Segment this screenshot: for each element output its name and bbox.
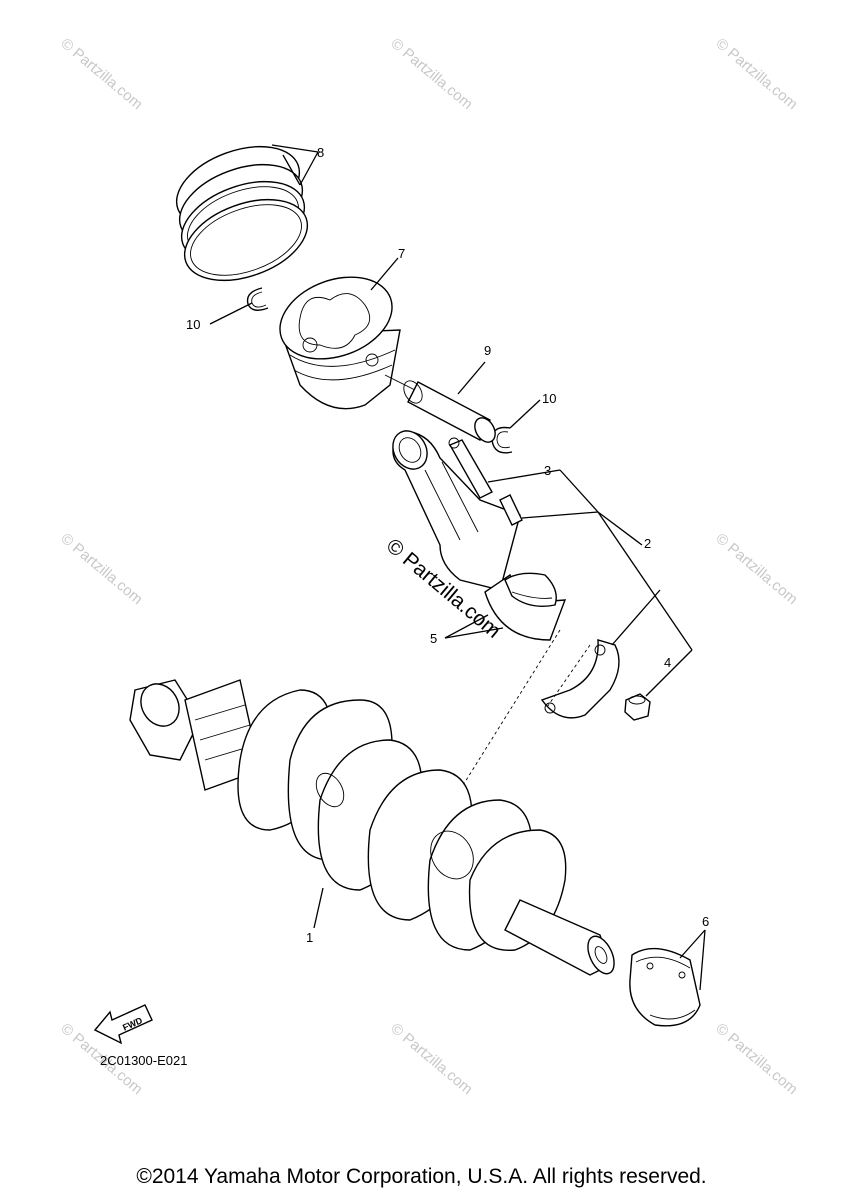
fwd-arrow-icon: FWD xyxy=(93,1004,153,1045)
callout-7: 7 xyxy=(398,246,405,261)
conrod-nut xyxy=(624,693,651,721)
piston-rings xyxy=(175,146,309,281)
callout-9: 9 xyxy=(484,343,491,358)
watermark: © Partzilla.com xyxy=(387,1020,475,1098)
callout-8: 8 xyxy=(317,145,324,160)
watermark: © Partzilla.com xyxy=(712,1020,800,1098)
callout-10-left: 10 xyxy=(186,317,200,332)
connecting-rod xyxy=(392,430,523,591)
callout-4: 4 xyxy=(664,655,671,670)
watermark: © Partzilla.com xyxy=(57,35,145,113)
watermark: © Partzilla.com xyxy=(57,530,145,608)
circlip-left xyxy=(246,287,269,311)
copyright-notice: ©2014 Yamaha Motor Corporation, U.S.A. A… xyxy=(136,1165,707,1188)
watermark: © Partzilla.com xyxy=(387,35,475,113)
main-bearings xyxy=(629,947,701,1027)
alignment-lines xyxy=(459,629,591,791)
callout-6: 6 xyxy=(702,914,709,929)
callout-5: 5 xyxy=(430,631,437,646)
crankshaft xyxy=(129,679,615,976)
leader-lines xyxy=(209,144,706,991)
conrod-bearings xyxy=(484,572,567,641)
piston xyxy=(279,276,401,410)
diagram-code: 2C01300-E021 xyxy=(100,1053,188,1068)
watermark: © Partzilla.com xyxy=(712,35,800,113)
callout-2: 2 xyxy=(644,536,651,551)
piston-pin xyxy=(384,374,496,443)
callouts: 1 2 3 4 5 6 7 8 9 10 10 xyxy=(186,145,709,945)
conrod-cap xyxy=(540,639,620,719)
callout-10-right: 10 xyxy=(542,391,556,406)
callout-1: 1 xyxy=(306,930,313,945)
callout-3: 3 xyxy=(544,463,551,478)
watermark: © Partzilla.com xyxy=(712,530,800,608)
